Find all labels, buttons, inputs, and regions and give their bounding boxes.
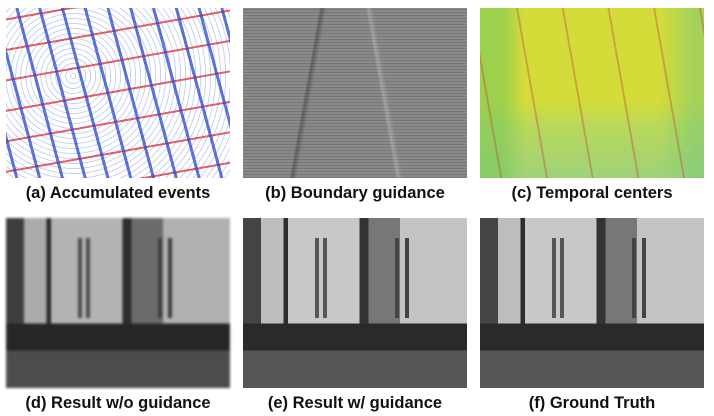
caption: (d) Result w/o guidance <box>25 394 211 412</box>
panel-boundary-guidance: (b) Boundary guidance <box>243 8 467 203</box>
ground-truth-image <box>480 218 704 388</box>
result-without-guidance-image <box>6 218 230 388</box>
panel-temporal-centers: (c) Temporal centers <box>480 8 704 203</box>
boundary-guidance-image <box>243 8 467 178</box>
panel-result-without-guidance: (d) Result w/o guidance <box>6 218 230 413</box>
caption: (b) Boundary guidance <box>265 184 445 202</box>
panel-result-with-guidance: (e) Result w/ guidance <box>243 218 467 413</box>
caption: (f) Ground Truth <box>528 394 656 412</box>
panel-accumulated-events: (a) Accumulated events <box>6 8 230 203</box>
caption: (e) Result w/ guidance <box>267 394 443 412</box>
accumulated-events-image <box>6 8 230 178</box>
result-with-guidance-image <box>243 218 467 388</box>
panel-ground-truth: (f) Ground Truth <box>480 218 704 413</box>
caption: (a) Accumulated events <box>25 184 211 202</box>
temporal-centers-image <box>480 8 704 178</box>
caption: (c) Temporal centers <box>511 184 673 202</box>
